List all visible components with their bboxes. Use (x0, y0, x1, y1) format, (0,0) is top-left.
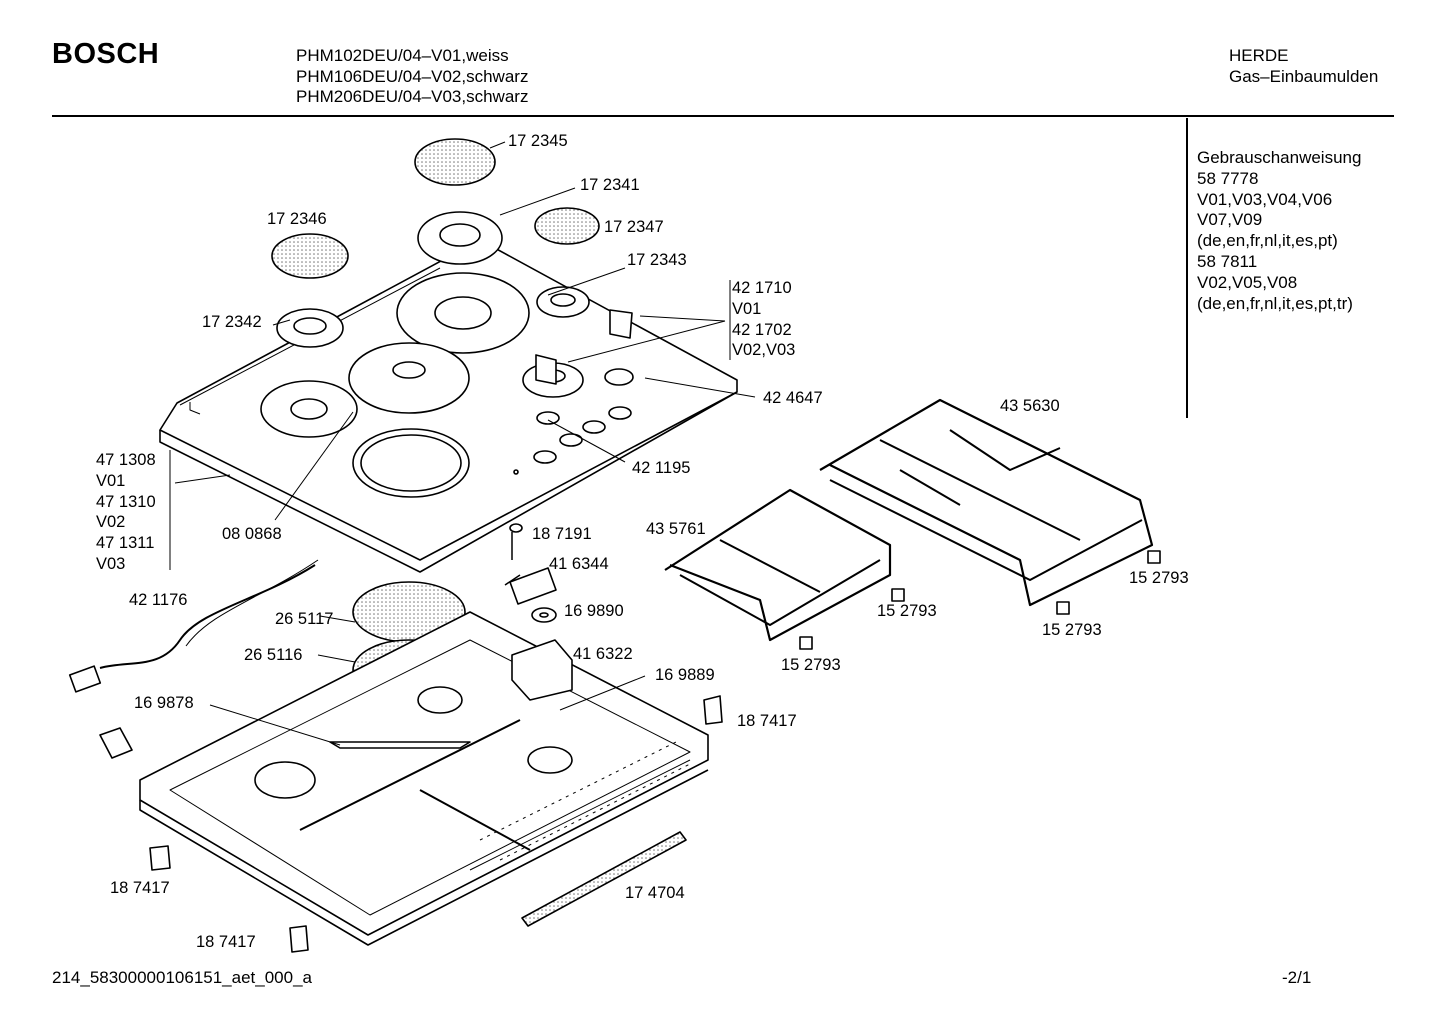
document-id: 214_58300000106151_aet_000_a (52, 968, 312, 987)
part-number-label: 16 9878 (134, 694, 194, 712)
part-number-label: 15 2793 (1129, 569, 1189, 587)
part-number-label: 43 5761 (646, 520, 706, 538)
variant-line: V02 (96, 513, 126, 532)
trim-strip (521, 831, 687, 927)
knob-variant-list: 42 1710 V01 42 1702 V02,V03 (732, 278, 795, 361)
manual-line: V01,V03,V04,V06 (1197, 189, 1333, 209)
manual-line: Gebrauschanweisung (1197, 148, 1362, 167)
part-number-label: 17 2342 (202, 313, 262, 331)
energy-regulator (511, 639, 573, 701)
part-number-label: 43 5630 (1000, 397, 1060, 415)
part-number-label: 18 7417 (737, 712, 797, 730)
part-number-label: 42 1176 (129, 591, 188, 609)
part-number-label: 26 5116 (244, 646, 303, 664)
page-number: -2/1 (1282, 968, 1312, 987)
manual-line: V07,V09 (1197, 210, 1263, 230)
category-line: HERDE (1229, 46, 1289, 65)
part-number-label: 16 9889 (655, 666, 715, 684)
model-list: PHM102DEU/04–V01,weiss PHM106DEU/04–V02,… (296, 46, 528, 108)
category-line: Gas–Einbaumulden (1229, 66, 1379, 86)
model-line: PHM106DEU/04–V02,schwarz (296, 66, 529, 86)
brand-logo: BOSCH (52, 38, 160, 70)
model-line: PHM206DEU/04–V03,schwarz (296, 87, 529, 106)
part-number-label: 15 2793 (1042, 621, 1102, 639)
manual-line: (de,en,fr,nl,it,es,pt) (1197, 231, 1338, 251)
variant-line: 47 1308 (96, 451, 156, 469)
part-number-label: 17 2341 (580, 176, 640, 194)
part-number-label: 15 2793 (781, 656, 841, 674)
variant-line: 47 1311 (96, 534, 155, 553)
part-number-label: 42 4647 (763, 389, 823, 407)
part-number-label: 15 2793 (877, 602, 937, 620)
part-number-label: 17 2347 (604, 218, 664, 236)
part-number-label: 17 4704 (625, 884, 685, 902)
category-heading: HERDE Gas–Einbaumulden (1229, 46, 1378, 87)
side-divider (1186, 118, 1188, 418)
burner-cap-small-left (271, 233, 349, 279)
manual-line: 58 7778 (1197, 168, 1259, 188)
variant-line: V02,V03 (732, 341, 796, 360)
part-number-label: 17 2346 (267, 210, 327, 228)
header-divider (52, 115, 1394, 117)
part-number-label: 41 6322 (573, 645, 633, 663)
variant-line: 47 1310 (96, 492, 156, 511)
part-number-label: 16 9890 (564, 602, 624, 620)
part-number-label: 18 7417 (110, 879, 170, 897)
burner-cap-large (414, 138, 496, 186)
hob-variant-list: 47 1308 V01 47 1310 V02 47 1311 V03 (96, 450, 156, 575)
variant-line: V03 (96, 554, 126, 573)
part-number-label: 18 7417 (196, 933, 256, 951)
manual-line: 58 7811 (1197, 251, 1258, 271)
pan-support-large (819, 398, 1154, 607)
part-number-label: 17 2345 (508, 132, 568, 150)
variant-line: V01 (96, 471, 126, 490)
variant-line: 42 1702 (732, 320, 792, 339)
model-line: PHM102DEU/04–V01,weiss (296, 46, 509, 65)
manual-line: V02,V05,V08 (1197, 272, 1298, 292)
burner-cap-small-right (534, 207, 600, 245)
manual-info: Gebrauschanweisung 58 7778 V01,V03,V04,V… (1197, 148, 1361, 314)
part-number-label: 18 7191 (532, 525, 592, 543)
part-number-label: 26 5117 (275, 610, 334, 628)
pan-support-small (664, 488, 892, 642)
variant-line: V01 (732, 299, 762, 318)
part-number-label: 08 0868 (222, 525, 282, 543)
part-number-label: 17 2343 (627, 251, 687, 269)
part-number-label: 42 1195 (632, 459, 691, 477)
part-number-label: 41 6344 (549, 555, 609, 573)
variant-line: 42 1710 (732, 279, 792, 297)
manual-line: (de,en,fr,nl,it,es,pt,tr) (1197, 293, 1353, 313)
